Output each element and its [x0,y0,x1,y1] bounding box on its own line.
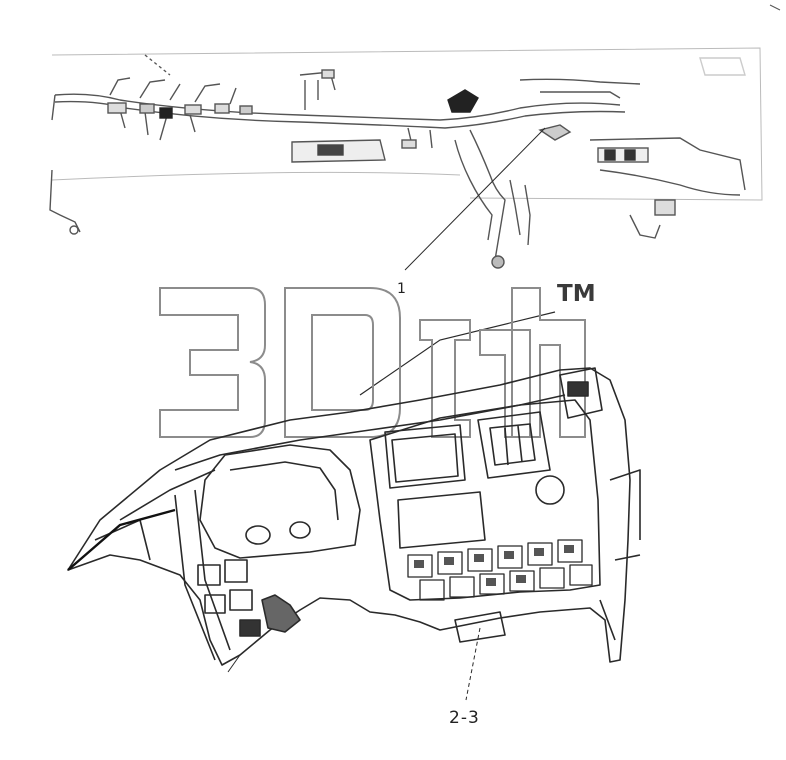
instrument-panel [67,367,641,666]
leader-line-1b [359,311,556,396]
corner-mark [769,4,781,11]
leader-line-1 [404,127,546,271]
watermark-trademark: TM [557,281,596,307]
upper-wiring-harness [49,47,763,269]
callout-label-1: 1 [397,281,406,297]
callout-label-2-3: 2-3 [449,708,480,728]
leader-line-2-3 [465,627,481,701]
leader-line-left [227,654,241,673]
